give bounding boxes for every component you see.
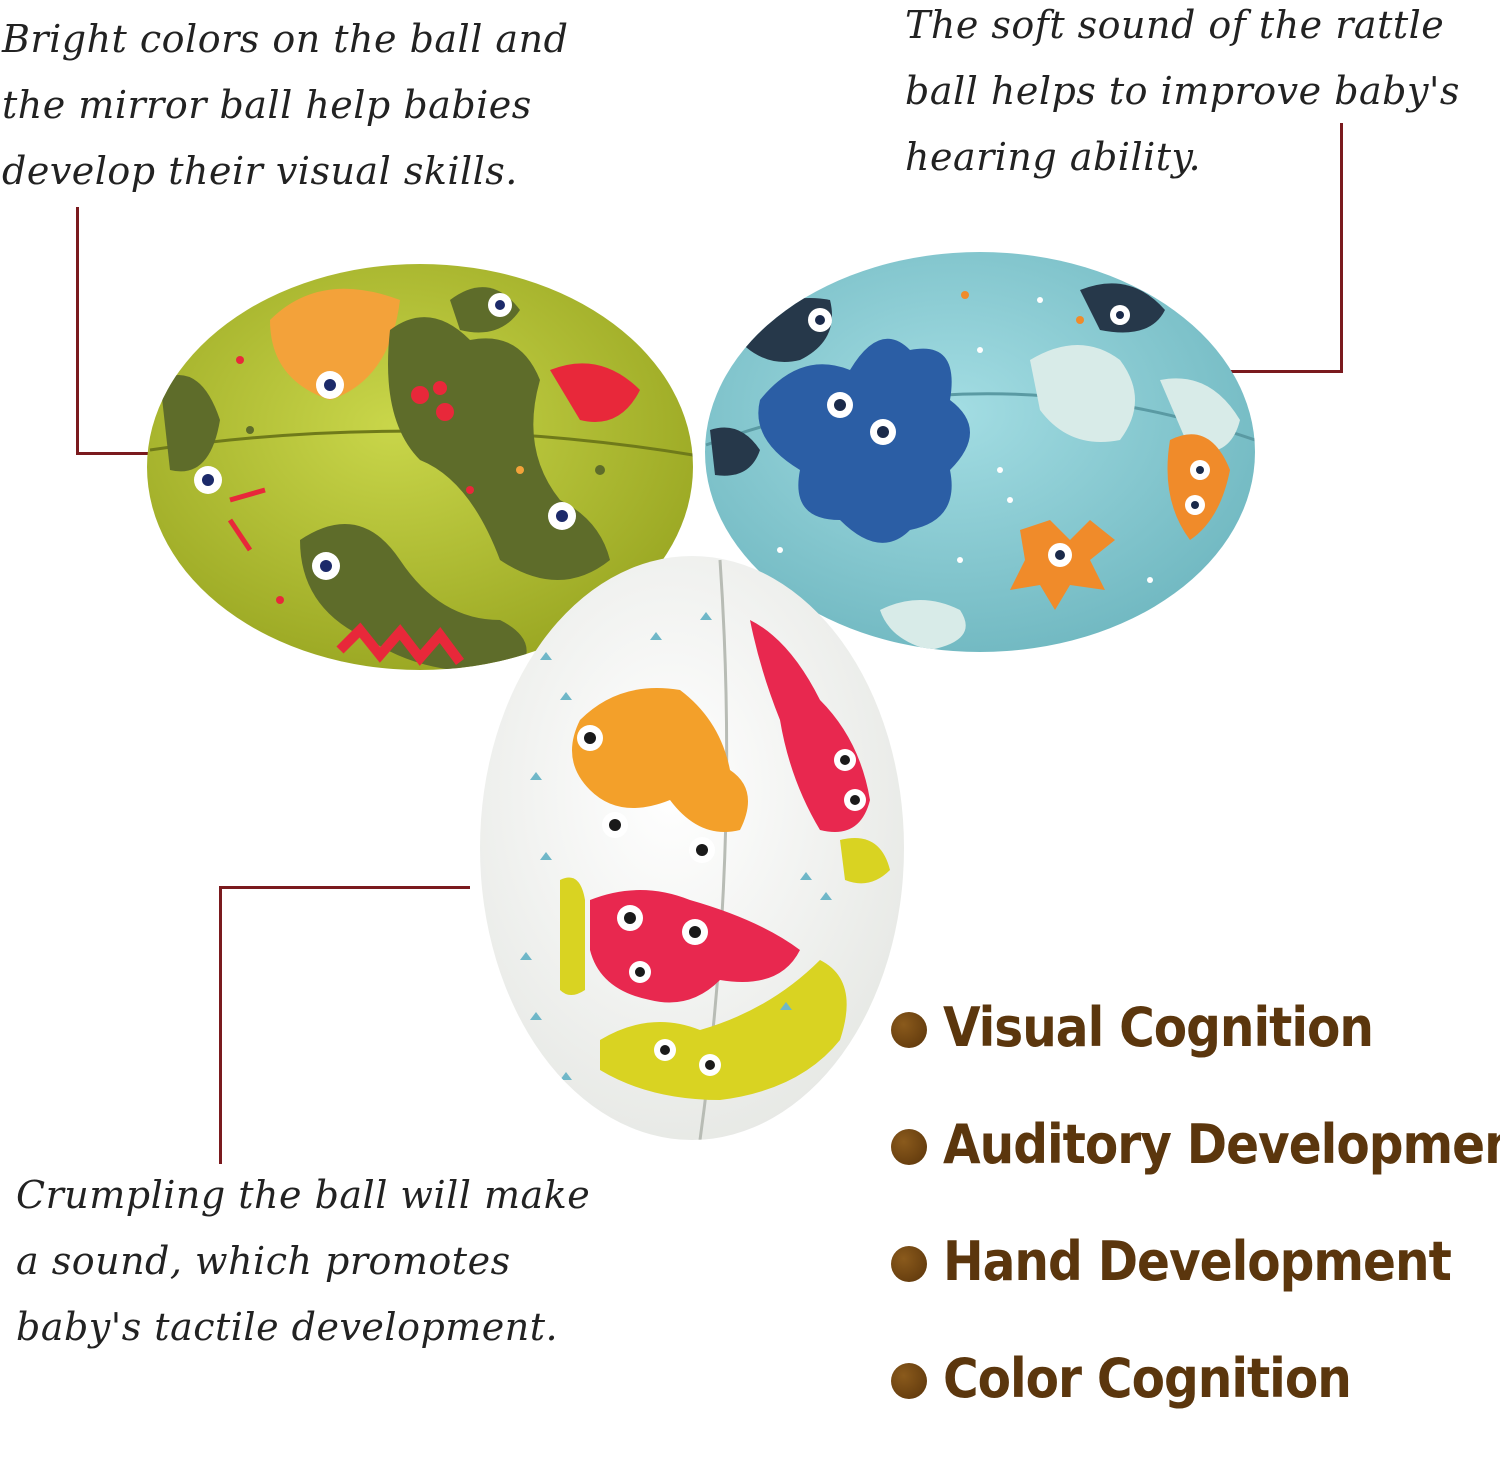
- callout-line-top-left-horizontal: [76, 452, 151, 455]
- caption-top-right: The soft sound of the rattle ball helps …: [905, 0, 1460, 190]
- callout-line-bottom-left-horizontal: [219, 886, 470, 889]
- feature-item: Color Cognition: [888, 1341, 1500, 1458]
- feature-item: Hand Development: [888, 1224, 1500, 1341]
- caption-top-left-line-1: Bright colors on the ball and: [2, 17, 569, 61]
- caption-bottom-left: Crumpling the ball will make a sound, wh…: [16, 1162, 590, 1360]
- monster-balls-illustration: [147, 252, 1255, 1140]
- callout-line-bottom-left-vertical: [219, 886, 222, 1164]
- feature-item: Auditory Development: [888, 1107, 1500, 1224]
- bullet-dot-icon: [891, 1129, 927, 1165]
- callout-line-top-right-horizontal: [1220, 370, 1343, 373]
- feature-label: Color Cognition: [943, 1347, 1352, 1410]
- caption-top-right-line-2: ball helps to improve baby's: [905, 69, 1460, 113]
- feature-list: Visual Cognition Auditory Development Ha…: [888, 990, 1500, 1458]
- caption-top-left-line-3: develop their visual skills.: [2, 149, 518, 193]
- feature-label: Hand Development: [943, 1230, 1452, 1293]
- caption-top-right-line-1: The soft sound of the rattle: [905, 3, 1445, 47]
- white-monster-ball: [480, 556, 904, 1140]
- caption-bottom-left-line-1: Crumpling the ball will make: [16, 1173, 591, 1217]
- caption-top-left: Bright colors on the ball and the mirror…: [2, 6, 568, 204]
- bullet-dot-icon: [891, 1246, 927, 1282]
- feature-label: Auditory Development: [943, 1113, 1500, 1176]
- bullet-dot-icon: [891, 1012, 927, 1048]
- callout-line-top-right-vertical: [1340, 123, 1343, 373]
- blue-monster-ball: [705, 252, 1255, 652]
- feature-item: Visual Cognition: [888, 990, 1500, 1107]
- caption-top-right-line-3: hearing ability.: [905, 135, 1202, 179]
- callout-line-top-left-vertical: [76, 207, 79, 455]
- feature-label: Visual Cognition: [943, 996, 1374, 1059]
- caption-bottom-left-line-3: baby's tactile development.: [16, 1305, 559, 1349]
- caption-top-left-line-2: the mirror ball help babies: [2, 83, 532, 127]
- caption-bottom-left-line-2: a sound, which promotes: [16, 1239, 511, 1283]
- green-monster-ball: [147, 264, 693, 670]
- bullet-dot-icon: [891, 1363, 927, 1399]
